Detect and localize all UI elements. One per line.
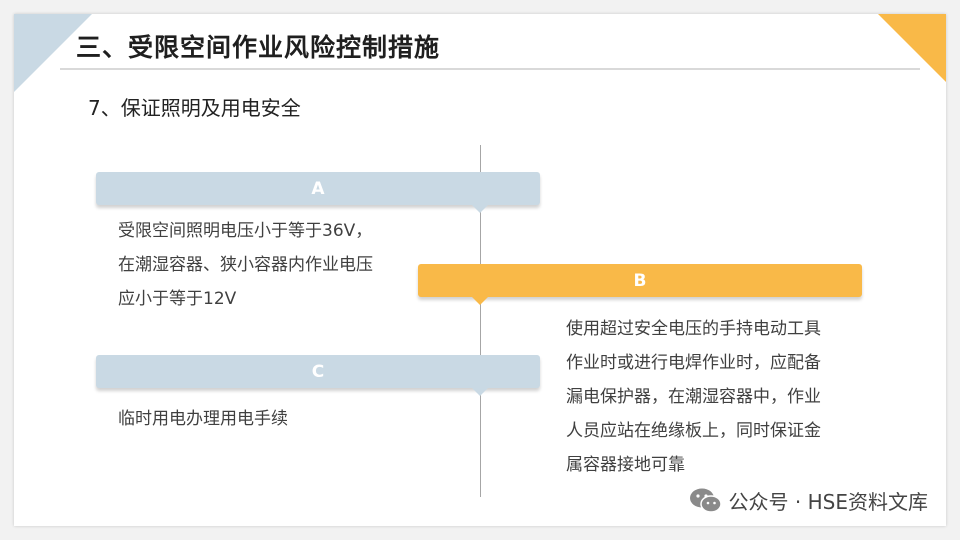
- item-c-pointer: [472, 388, 488, 396]
- watermark-text: 公众号 · HSE资料文库: [728, 490, 928, 514]
- item-b-bar: B: [418, 264, 862, 297]
- item-a-text: 受限空间照明电压小于等于36V， 在潮湿容器、狭小容器内作业电压 应小于等于12…: [118, 214, 373, 316]
- item-a-bar: A: [96, 172, 540, 205]
- item-b-line: 使用超过安全电压的手持电动工具: [566, 319, 821, 339]
- item-b-pointer: [472, 297, 488, 305]
- corner-decoration-right: [878, 14, 946, 82]
- item-c-line: 临时用电办理用电手续: [118, 409, 288, 429]
- section-subtitle: 7、保证照明及用电安全: [88, 96, 301, 120]
- item-b-line: 属容器接地可靠: [566, 455, 685, 475]
- item-c-label: C: [311, 361, 325, 382]
- title-divider: [60, 68, 920, 70]
- item-b-text: 使用超过安全电压的手持电动工具 作业时或进行电焊作业时，应配备 漏电保护器，在潮…: [566, 312, 821, 482]
- item-a-line: 受限空间照明电压小于等于36V，: [118, 221, 373, 241]
- item-c-text: 临时用电办理用电手续: [118, 402, 288, 436]
- watermark: 公众号 · HSE资料文库: [689, 486, 928, 515]
- item-b-line: 人员应站在绝缘板上，同时保证金: [566, 421, 821, 441]
- item-b-line: 作业时或进行电焊作业时，应配备: [566, 353, 821, 373]
- item-b-label: B: [633, 270, 647, 291]
- wechat-icon: [689, 488, 722, 513]
- page-title: 三、受限空间作业风险控制措施: [76, 33, 441, 62]
- corner-decoration-left: [14, 14, 92, 92]
- item-a-label: A: [311, 178, 325, 199]
- item-a-line: 应小于等于12V: [118, 289, 237, 309]
- item-c-bar: C: [96, 355, 540, 388]
- timeline-axis: [480, 145, 481, 497]
- item-a-line: 在潮湿容器、狭小容器内作业电压: [118, 255, 373, 275]
- item-b-line: 漏电保护器，在潮湿容器中，作业: [566, 387, 821, 407]
- item-a-pointer: [472, 205, 488, 213]
